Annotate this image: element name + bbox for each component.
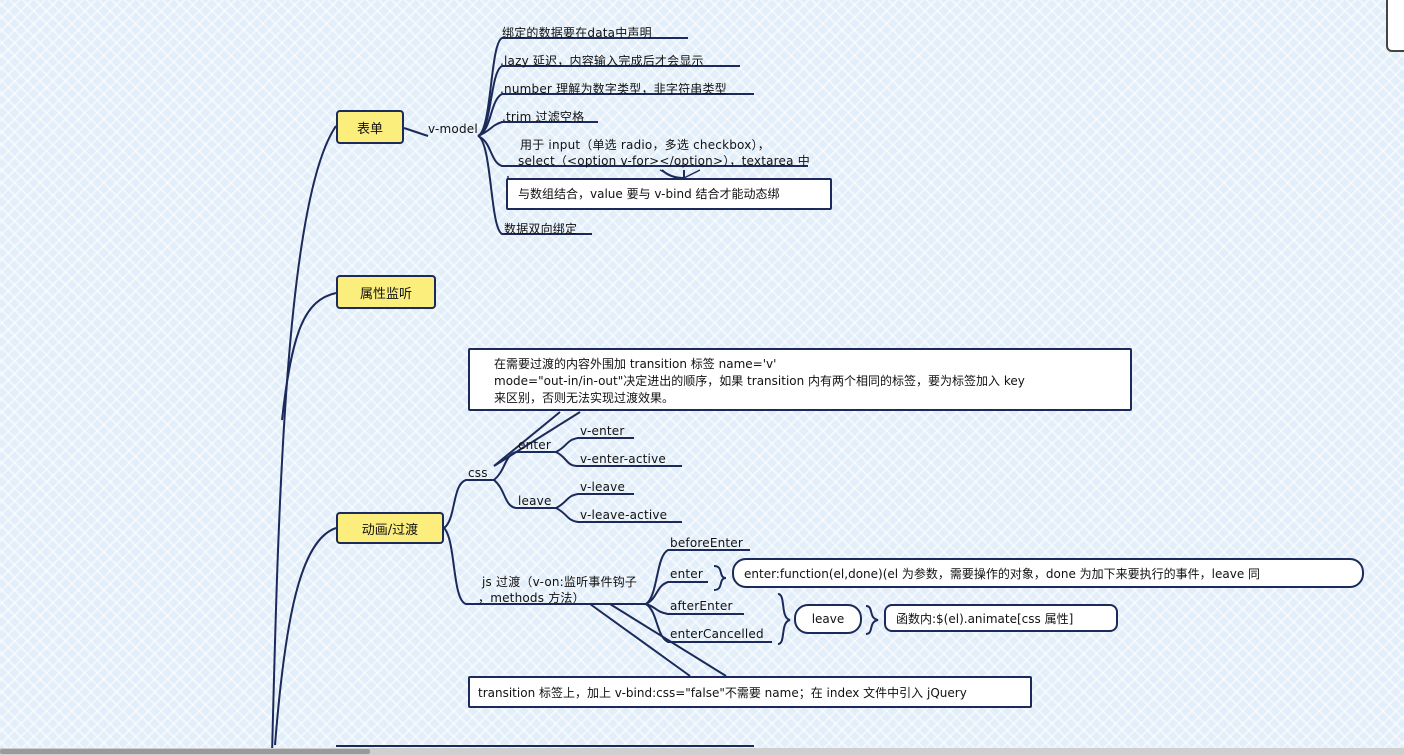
animate-function-note[interactable]: 函数内:$(el).animate[css 属性]	[884, 604, 1118, 632]
anim-note-bottom[interactable]: transition 标签上，加上 v-bind:css="false"不需要 …	[468, 676, 1032, 708]
form-item-usage-line1[interactable]: 用于 input（单选 radio，多选 checkbox），	[520, 138, 770, 152]
panel-toggle-tab[interactable]	[1386, 0, 1404, 52]
label-v-enter-active[interactable]: v-enter-active	[580, 452, 666, 466]
label-leave[interactable]: leave	[518, 494, 552, 508]
form-item-declare[interactable]: 绑定的数据要在data中声明	[502, 26, 652, 40]
horizontal-scrollbar[interactable]	[0, 748, 1404, 755]
enter-function-note[interactable]: enter:function(el,done)(el 为参数，需要操作的对象，d…	[732, 558, 1364, 588]
label-v-leave[interactable]: v-leave	[580, 480, 626, 494]
label-enter[interactable]: enter	[518, 438, 552, 452]
hook-enter-cancelled[interactable]: enterCancelled	[670, 627, 764, 641]
label-v-model[interactable]: v-model	[428, 122, 478, 136]
form-item-usage-line2[interactable]: select（<option v-for></option>），textarea…	[518, 154, 810, 168]
form-item-trim[interactable]: .trim 过滤空格	[502, 110, 585, 124]
form-note[interactable]: 与数组结合，value 要与 v-bind 结合才能动态绑	[506, 178, 832, 210]
leave-pill[interactable]: leave	[794, 604, 862, 634]
scrollbar-thumb[interactable]	[0, 749, 370, 754]
anim-note-line2: mode="out-in/in-out"决定进出的顺序，如果 transitio…	[494, 374, 1025, 388]
label-js-line2[interactable]: ，methods 方法）	[478, 591, 585, 605]
form-item-number[interactable]: .number 理解为数字类型，非字符串类型	[500, 82, 727, 96]
topic-animation[interactable]: 动画/过渡	[336, 512, 444, 544]
form-item-two-way[interactable]: 数据双向绑定	[504, 222, 578, 236]
topic-form[interactable]: 表单	[336, 110, 404, 144]
hook-before-enter[interactable]: beforeEnter	[670, 536, 744, 550]
anim-note-line3: 来区别，否则无法实现过渡效果。	[494, 391, 675, 405]
anim-note-line1: 在需要过渡的内容外围加 transition 标签 name='v'	[494, 357, 777, 371]
form-item-lazy[interactable]: .lazy 延迟，内容输入完成后才会显示	[500, 54, 704, 68]
hook-after-enter[interactable]: afterEnter	[670, 599, 733, 613]
hook-enter[interactable]: enter	[670, 567, 704, 581]
topic-watch[interactable]: 属性监听	[336, 275, 436, 309]
anim-note-top[interactable]: 在需要过渡的内容外围加 transition 标签 name='v' mode=…	[468, 348, 1132, 411]
label-js-line1[interactable]: js 过渡（v-on:监听事件钩子	[482, 575, 638, 589]
label-v-leave-active[interactable]: v-leave-active	[580, 508, 668, 522]
label-v-enter[interactable]: v-enter	[580, 424, 625, 438]
label-css[interactable]: css	[468, 466, 488, 480]
